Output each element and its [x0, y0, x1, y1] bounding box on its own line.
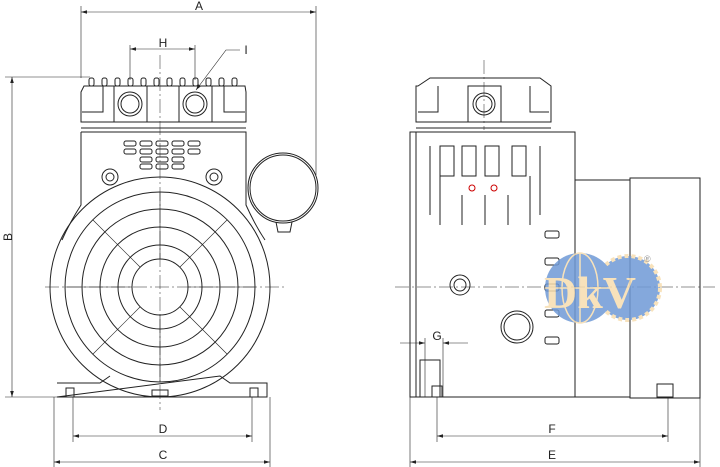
dimension-g: G [400, 329, 468, 397]
side-head [415, 77, 552, 129]
dimension-f: F [436, 397, 669, 442]
callout-label-i: I [244, 43, 247, 57]
side-view: G F E [395, 60, 715, 467]
dimension-label-h: H [159, 36, 168, 50]
dkv-logo: DkV ® [544, 252, 662, 324]
capacitor [247, 152, 319, 233]
front-view: A H I B [1, 0, 319, 467]
dimension-label-g: G [432, 329, 441, 343]
logo-text: DkV [544, 267, 636, 318]
base-plate [56, 375, 268, 398]
dimension-label-c: C [159, 448, 168, 462]
dimension-label-b: B [1, 233, 15, 241]
port-left [117, 91, 143, 117]
dimension-h: H [129, 36, 196, 80]
dimension-label-a: A [195, 0, 203, 13]
dimension-label-d: D [159, 422, 168, 436]
dimension-b: B [1, 76, 90, 398]
dimension-label-f: F [548, 422, 555, 436]
registered-mark: ® [644, 254, 651, 264]
side-body [409, 131, 576, 398]
cylinder-head [80, 77, 247, 129]
dimension-label-e: E [548, 448, 556, 462]
crankcase [61, 131, 266, 241]
port-right [182, 91, 208, 117]
dimension-a: A [80, 0, 317, 175]
callout-i: I [195, 43, 248, 91]
dimension-e: E [409, 397, 701, 467]
dimension-c: C [53, 397, 271, 467]
dimension-d: D [72, 397, 253, 442]
